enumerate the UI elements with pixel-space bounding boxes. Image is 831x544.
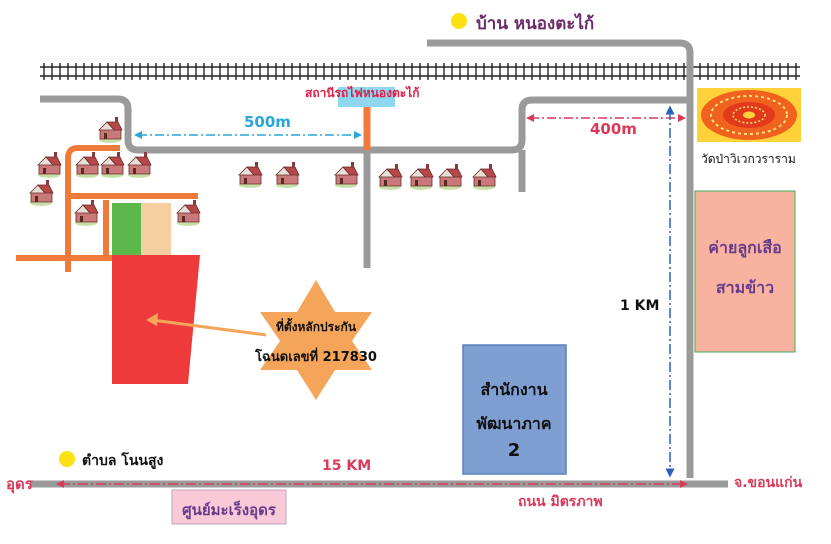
house-icon [472,163,497,191]
plot-green [112,203,141,255]
house-icon [74,199,99,227]
station-label: สถานีรถไฟหนองตะไก้ [305,86,420,100]
temple-label: วัดป่าวิเวกวราราม [701,152,796,166]
khonkaen-label: จ.ขอนแก่น [734,475,803,491]
house-icon [75,151,100,179]
scout-camp-label-line2: สามข้าว [715,278,775,297]
research-center-label: ศูนย์มะเร็งอุดร [182,501,276,519]
scout-camp-area [694,190,796,353]
village-houses [29,116,497,227]
road-north-south-main [427,39,694,478]
plot-tan [141,203,171,255]
distance-500m-label: 500m [244,113,291,131]
office-label-line2: พัฒนาภาค [476,414,552,433]
village-marker-icon [451,13,467,29]
collateral-pointer-line [151,318,267,337]
collateral-arrowhead [146,313,158,326]
road-name-label: ถนน มิตรภาพ [518,494,603,510]
house-icon [275,161,300,189]
station-sign [338,87,395,107]
regional-office-building [462,344,567,475]
temple-emblem-icon [697,88,801,142]
house-icon [29,179,54,207]
house-icon [378,163,403,191]
house-icon [334,161,359,189]
collateral-label-line1: ที่ตั้งหลักประกัน [275,320,357,334]
office-label-line3: 2 [507,440,521,461]
house-icon [176,199,201,227]
house-icon [37,151,62,179]
collateral-label-line2: โฉนดเลขที่ 217830 [255,350,377,365]
distance-400m-label: 400m [590,120,637,138]
railway-track [40,63,800,80]
subdistrict-marker-icon [59,451,75,467]
house-icon [238,161,263,189]
scout-camp-label-line1: ค่ายลูกเสือ [708,238,782,257]
distance-1km-label: 1 KM [620,298,660,314]
road-station-loop [40,95,690,154]
research-center-label-box [171,489,287,525]
village-north-label: บ้าน หนองตะไก้ [476,14,595,34]
distance-15km-label: 15 KM [322,458,372,474]
orange-roads [16,107,371,272]
office-label-line1: สำนักงาน [480,380,548,399]
collateral-star [260,280,372,400]
udon-label: อุดร [6,475,33,493]
house-icon [98,116,123,144]
house-icon [100,151,125,179]
house-icon [409,163,434,191]
house-icon [127,151,152,179]
house-icon [438,163,463,191]
subdistrict-label: ตำบล โนนสูง [82,453,164,469]
